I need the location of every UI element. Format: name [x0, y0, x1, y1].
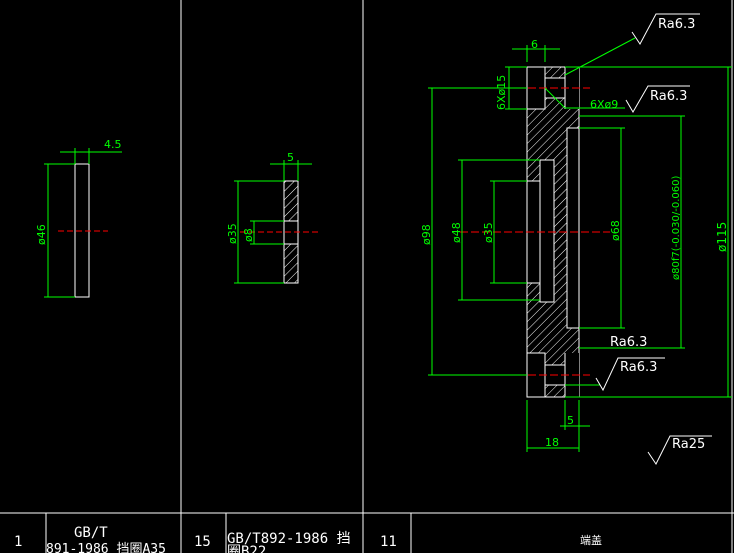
part1-dim-width: 4.5 — [104, 138, 122, 151]
roughness-label-top: Ra6.3 — [658, 17, 695, 32]
part2-dim-width: 5 — [287, 151, 294, 164]
part2-dim-inner: ø8 — [242, 228, 255, 242]
roughness-symbol-lower — [595, 357, 665, 392]
roughness-label-upper: Ra6.3 — [650, 89, 687, 104]
title-cell-2b: 891-1986 挡圈A35 — [46, 542, 166, 553]
part3-bolt-label: 6Xø9 — [590, 98, 618, 111]
part1-dim-diameter: ø46 — [35, 224, 48, 245]
roughness-symbol-top — [631, 13, 700, 45]
roughness-label-lower: Ra6.3 — [620, 360, 657, 375]
title-cell-4a: GB/T892-1986 挡 — [227, 531, 351, 547]
title-cell-6: 端盖 — [580, 533, 602, 547]
title-block: 1 GB/T 891-1986 挡圈A35 15 GB/T892-1986 挡 … — [14, 525, 602, 553]
part3-dim-d68: ø68 — [609, 220, 622, 241]
roughness-symbol-upper — [625, 85, 690, 113]
title-cell-5: 11 — [380, 534, 397, 550]
title-cell-1: 1 — [14, 534, 22, 550]
part3-dim-d98: ø98 — [420, 224, 433, 245]
part3-dim-d35: ø35 — [482, 222, 495, 243]
part3-dim-d48: ø48 — [450, 222, 463, 243]
part3-dim-top-width: 6 — [531, 38, 538, 51]
roughness-label-mid: Ra6.3 — [610, 335, 647, 350]
part3-dim-bottom-5: 5 — [567, 414, 574, 427]
part3-dim-bottom-18: 18 — [545, 436, 559, 449]
part2-view: 5 ø35 ø8 — [226, 151, 320, 284]
roughness-label-general: Ra25 — [672, 437, 705, 452]
part2-dim-outer: ø35 — [226, 223, 239, 244]
part3-dim-d115: ø115 — [715, 222, 729, 252]
part1-view: 4.5 ø46 — [35, 138, 122, 298]
part3-dim-d80f7: ø80f7(-0.030/-0.060) — [671, 176, 682, 280]
roughness-symbol-general — [647, 435, 712, 465]
part3-hole-label: 6Xø15 — [495, 75, 508, 110]
title-cell-2a: GB/T — [74, 525, 108, 541]
title-cell-3: 15 — [194, 534, 211, 550]
part3-view: 6 5 18 6Xø9 6Xø15 ø98 ø48 ø35 ø68 ø80f7(… — [420, 13, 732, 465]
title-cell-4b: 圈B22 — [227, 544, 266, 553]
